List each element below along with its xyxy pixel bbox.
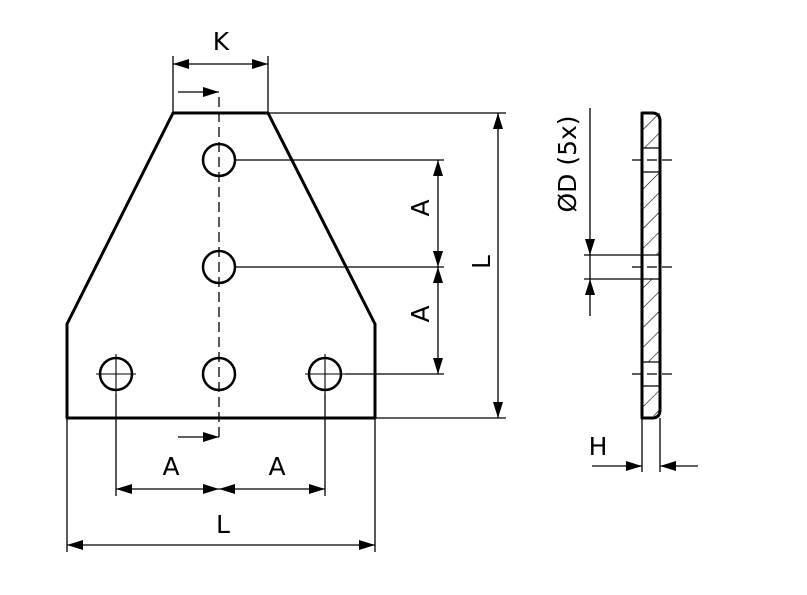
section-hole-bores <box>642 147 660 387</box>
side-view: ØD (5x) H <box>553 108 698 472</box>
label-l-vertical: L <box>467 255 496 269</box>
label-a-horizontal-right: A <box>268 452 285 481</box>
hole-bottom-right <box>305 354 345 394</box>
label-a-vertical-bottom: A <box>406 305 435 322</box>
dimension-d: ØD (5x) <box>553 108 642 316</box>
label-a-horizontal-left: A <box>162 452 179 481</box>
section-hatching <box>642 113 660 416</box>
label-hole-diameter: ØD (5x) <box>553 115 582 212</box>
dimension-h: H <box>589 418 698 472</box>
plate-outline <box>65 111 377 420</box>
label-thickness: H <box>589 432 608 461</box>
front-view: K A A L <box>65 27 506 552</box>
section-centerlines <box>632 159 674 375</box>
label-l-horizontal: L <box>216 510 230 539</box>
hole-bottom-center <box>201 356 237 392</box>
dimension-l-horizontal: L <box>66 418 376 552</box>
label-k: K <box>213 27 230 56</box>
hole-bottom-left <box>96 354 136 394</box>
section-outline <box>640 111 662 420</box>
dimension-k: K <box>172 27 269 113</box>
dimension-a-horizontal: A A <box>115 394 326 496</box>
label-a-vertical-top: A <box>406 199 435 216</box>
dimension-l-vertical: L <box>268 112 506 419</box>
dimension-a-vertical: A A <box>235 159 444 375</box>
